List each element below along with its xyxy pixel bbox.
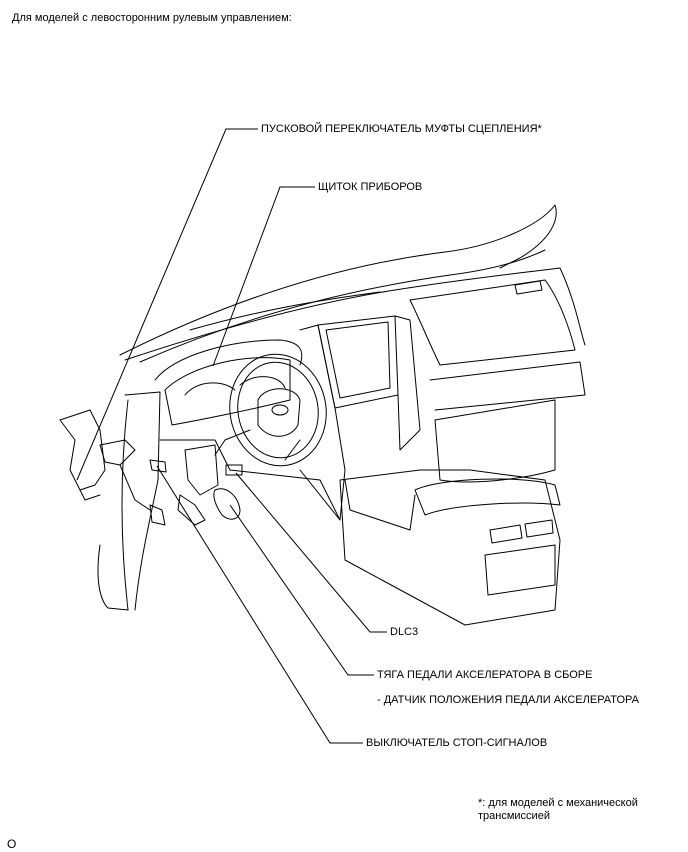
- passenger-dash-lower: [429, 361, 586, 411]
- glovebox: [434, 399, 556, 483]
- windshield-outline: [119, 204, 557, 356]
- clutch-switch-assembly: [59, 409, 106, 501]
- label-accelerator-pedal-sensor: - ДАТЧИК ПОЛОЖЕНИЯ ПЕДАЛИ АКСЕЛЕРАТОРА: [377, 694, 639, 706]
- center-stack-right: [394, 315, 421, 451]
- page-header: Для моделей с левосторонним рулевым упра…: [12, 12, 292, 24]
- dashboard-top: [124, 267, 586, 361]
- stop-switch-bracket: [149, 459, 167, 473]
- label-dlc3: DLC3: [390, 626, 419, 638]
- steering-column: [214, 429, 301, 461]
- steering-logo: [271, 404, 289, 416]
- leader-stop-switch: [156, 465, 363, 744]
- center-console: [339, 469, 561, 626]
- door-side: [97, 544, 129, 611]
- clutch-bracket: [99, 439, 136, 466]
- label-stop-light-switch: ВЫКЛЮЧАТЕЛЬ СТОП-СИГНАЛОВ: [366, 737, 548, 749]
- center-display-inner: [325, 321, 391, 399]
- steering-wheel-rim-inner: [237, 361, 319, 459]
- label-clutch-start-switch: ПУСКОВОЙ ПЕРЕКЛЮЧАТЕЛЬ МУФТЫ СЦЕПЛЕНИЯ*: [261, 123, 542, 135]
- dlc3-connector: [225, 464, 243, 476]
- console-armrest: [414, 478, 561, 516]
- pedal-arm-left: [119, 464, 151, 511]
- footnote: *: для моделей с механической трансмисси…: [478, 797, 638, 822]
- accelerator-pedal: [213, 488, 241, 520]
- cluster-hood: [154, 339, 303, 381]
- leader-accel-pedal: [229, 504, 374, 676]
- steering-wheel-hub: [257, 388, 301, 437]
- lower-dash: [159, 439, 341, 521]
- label-instrument-cluster: ЩИТОК ПРИБОРОВ: [318, 181, 423, 193]
- console-rear-vents: [489, 519, 554, 544]
- steering-wheel-rim: [229, 353, 327, 467]
- label-accelerator-pedal-rod: ТЯГА ПЕДАЛИ АКСЕЛЕРАТОРА В СБОРЕ: [377, 669, 593, 681]
- figure-code: O: [7, 837, 17, 851]
- leader-dlc3: [235, 472, 387, 633]
- door-frame: [121, 391, 161, 611]
- passenger-dash: [409, 279, 576, 366]
- brake-pedal: [177, 494, 206, 526]
- clutch-pedal: [149, 504, 166, 526]
- console-front: [344, 479, 416, 531]
- windshield-inner: [139, 249, 546, 363]
- dashboard-top-inner: [189, 291, 381, 331]
- cluster-body: [164, 357, 291, 426]
- vent-passenger: [514, 280, 543, 295]
- leader-clutch-switch: [76, 128, 258, 481]
- center-stack: [299, 324, 346, 521]
- console-rear-panel: [484, 544, 556, 596]
- cluster-gauges: [184, 376, 286, 396]
- pedal-box: [184, 444, 219, 496]
- leader-instrument-cluster: [212, 186, 315, 367]
